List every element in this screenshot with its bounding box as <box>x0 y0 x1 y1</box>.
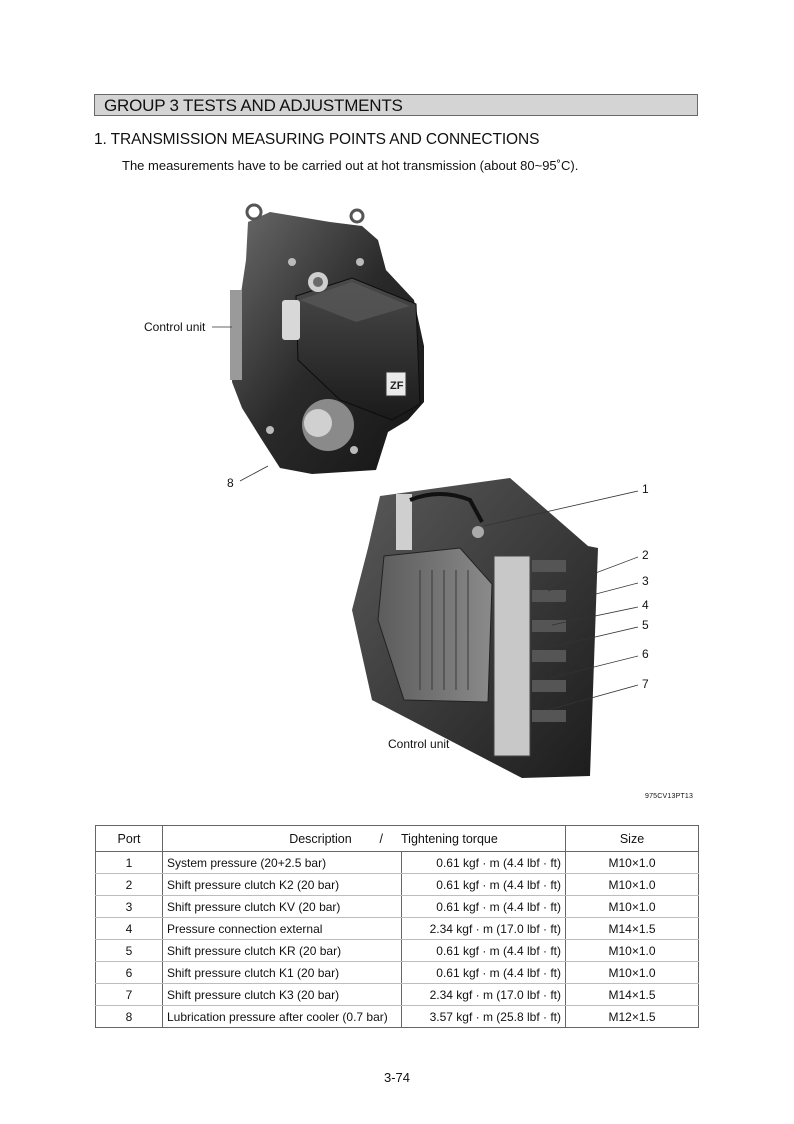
section-title: 1. TRANSMISSION MEASURING POINTS AND CON… <box>94 131 540 148</box>
control-unit-label-bottom: Control unit <box>388 737 450 751</box>
cell-port: 1 <box>95 851 163 874</box>
figure-code: 975CV13PT13 <box>645 793 694 800</box>
cell-port: 2 <box>95 873 163 896</box>
table-row: 2 Shift pressure clutch K2 (20 bar) 0.61… <box>95 873 699 896</box>
cell-description: Shift pressure clutch K2 (20 bar) <box>162 873 402 896</box>
cell-size: M10×1.0 <box>565 939 699 962</box>
cell-port: 7 <box>95 983 163 1006</box>
cell-torque: 2.34 kgf · m (17.0 lbf · ft) <box>400 983 566 1006</box>
callout-3: 3 <box>642 574 649 588</box>
cell-size: M10×1.0 <box>565 873 699 896</box>
transmission-illustration: ZF <box>212 203 639 778</box>
callout-1: 1 <box>642 482 649 496</box>
header-slash: / <box>379 831 383 846</box>
callout-5: 5 <box>642 618 649 632</box>
measuring-points-table: Port Description / Tightening torque Siz… <box>95 825 699 1028</box>
page-number: 3-74 <box>383 1070 411 1085</box>
cell-size: M10×1.0 <box>565 895 699 918</box>
callout-8: 8 <box>227 476 234 490</box>
cell-description: Lubrication pressure after cooler (0.7 b… <box>162 1005 402 1028</box>
cell-size: M12×1.5 <box>565 1005 699 1028</box>
table-row: 4 Pressure connection external 2.34 kgf … <box>95 917 699 940</box>
control-unit-label-top: Control unit <box>144 320 206 334</box>
section-note: The measurements have to be carried out … <box>122 158 579 173</box>
cell-size: M10×1.0 <box>565 851 699 874</box>
cell-port: 3 <box>95 895 163 918</box>
header-size: Size <box>565 825 699 852</box>
cell-size: M14×1.5 <box>565 917 699 940</box>
transmission-housing-top: ZF <box>230 203 424 474</box>
callout-4: 4 <box>642 598 649 612</box>
callout-leaders <box>212 326 639 711</box>
group-header-bar: GROUP 3 TESTS AND ADJUSTMENTS <box>94 94 698 116</box>
header-torque: Tightening torque <box>401 825 566 852</box>
cell-torque: 0.61 kgf · m (4.4 lbf · ft) <box>400 851 566 874</box>
table-row: 7 Shift pressure clutch K3 (20 bar) 2.34… <box>95 983 699 1006</box>
cell-description: Shift pressure clutch K1 (20 bar) <box>162 961 402 984</box>
table-header-row: Port Description / Tightening torque Siz… <box>95 825 699 852</box>
cell-torque: 0.61 kgf · m (4.4 lbf · ft) <box>400 961 566 984</box>
callout-7: 7 <box>642 677 649 691</box>
header-description-text: Description <box>289 831 352 846</box>
cell-description: Shift pressure clutch KR (20 bar) <box>162 939 402 962</box>
table-row: 6 Shift pressure clutch K1 (20 bar) 0.61… <box>95 961 699 984</box>
table-row: 3 Shift pressure clutch KV (20 bar) 0.61… <box>95 895 699 918</box>
cell-description: Shift pressure clutch K3 (20 bar) <box>162 983 402 1006</box>
table-row: 1 System pressure (20+2.5 bar) 0.61 kgf … <box>95 851 699 874</box>
cell-torque: 0.61 kgf · m (4.4 lbf · ft) <box>400 895 566 918</box>
cell-size: M10×1.0 <box>565 961 699 984</box>
cell-torque: 2.34 kgf · m (17.0 lbf · ft) <box>400 917 566 940</box>
cell-description: System pressure (20+2.5 bar) <box>162 851 402 874</box>
zf-logo: ZF <box>390 380 404 392</box>
header-description: Description / <box>162 825 401 852</box>
cell-size: M14×1.5 <box>565 983 699 1006</box>
cell-description: Pressure connection external <box>162 917 402 940</box>
cell-port: 8 <box>95 1005 163 1028</box>
cell-torque: 3.57 kgf · m (25.8 lbf · ft) <box>400 1005 566 1028</box>
table-row: 8 Lubrication pressure after cooler (0.7… <box>95 1005 699 1028</box>
cell-torque: 0.61 kgf · m (4.4 lbf · ft) <box>400 873 566 896</box>
callout-2: 2 <box>642 548 649 562</box>
table-row: 5 Shift pressure clutch KR (20 bar) 0.61… <box>95 939 699 962</box>
group-title: GROUP 3 TESTS AND ADJUSTMENTS <box>104 96 403 115</box>
callout-6: 6 <box>642 647 649 661</box>
cell-torque: 0.61 kgf · m (4.4 lbf · ft) <box>400 939 566 962</box>
control-unit-closeup <box>352 478 598 778</box>
cell-port: 5 <box>95 939 163 962</box>
cell-port: 6 <box>95 961 163 984</box>
cell-description: Shift pressure clutch KV (20 bar) <box>162 895 402 918</box>
header-port: Port <box>95 825 163 852</box>
cell-port: 4 <box>95 917 163 940</box>
